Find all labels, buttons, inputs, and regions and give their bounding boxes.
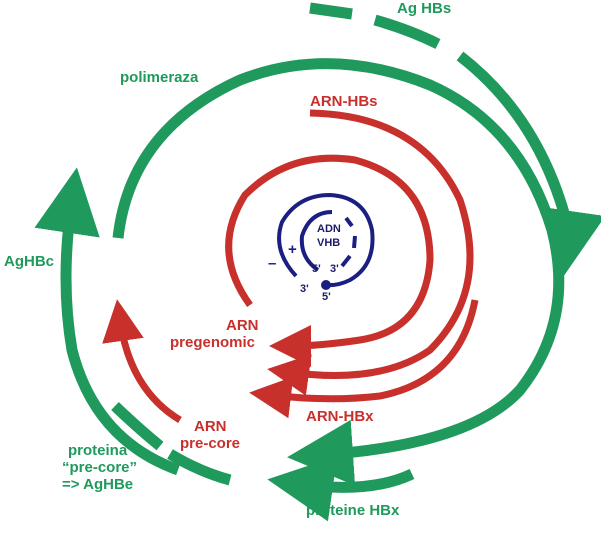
arn-hbx-arc <box>249 299 479 419</box>
dna-plus-sign: + <box>288 241 297 258</box>
dna-inner-strand-dash-3 <box>340 254 352 268</box>
ag-hbs-dash-1 <box>309 2 353 20</box>
dna-inner-strand-solid <box>299 210 333 272</box>
proteine-hbx-arc <box>267 455 415 522</box>
dna-outer-strand <box>277 192 375 288</box>
dna-three-prime-b: 3' <box>300 283 309 295</box>
dna-label-vhb: VHB <box>317 237 340 249</box>
polimeraza-arc <box>112 58 565 486</box>
arn-hbs-arc <box>267 109 474 396</box>
arn-precore-label-2: pre-core <box>180 435 240 452</box>
ag-hbs-arc <box>456 51 601 277</box>
arn-pregenomic-label-2: pregenomic <box>170 334 255 351</box>
dna-inner-strand-dash-2 <box>352 235 357 249</box>
ag-hbs-dash-2 <box>373 14 441 49</box>
dna-inner-strand-dash-1 <box>344 216 354 228</box>
arn-hbs-label: ARN-HBs <box>310 93 378 110</box>
precore-protein-dash-2 <box>167 449 232 486</box>
proteina-precore-label-3: => AgHBe <box>62 476 133 493</box>
dna-three-prime-a: 3' <box>330 263 339 275</box>
dna-label-adn: ADN <box>317 223 341 235</box>
proteine-hbx-label: proteine HBx <box>306 502 400 519</box>
proteina-precore-label-1: proteina <box>68 442 128 459</box>
arn-precore-arc <box>102 299 182 424</box>
arn-pregenomic-arc <box>225 154 434 367</box>
dna-five-prime-a: 5' <box>312 263 321 275</box>
aghbc-label: AgHBc <box>4 253 54 270</box>
arn-pregenomic-label-1: ARN <box>226 317 259 334</box>
arn-precore-label-1: ARN <box>194 418 227 435</box>
proteina-precore-label-2: “pre-core” <box>62 459 137 476</box>
ag-hbs-label: Ag HBs <box>397 0 451 17</box>
arn-hbx-label: ARN-HBx <box>306 408 374 425</box>
dna-five-prime-dot <box>321 280 331 290</box>
polimeraza-label: polimeraza <box>120 69 199 86</box>
dna-minus-sign: – <box>268 255 276 272</box>
dna-five-prime-b: 5' <box>322 291 331 303</box>
aghbc-arc <box>34 167 180 476</box>
precore-protein-dash-1 <box>111 402 164 451</box>
